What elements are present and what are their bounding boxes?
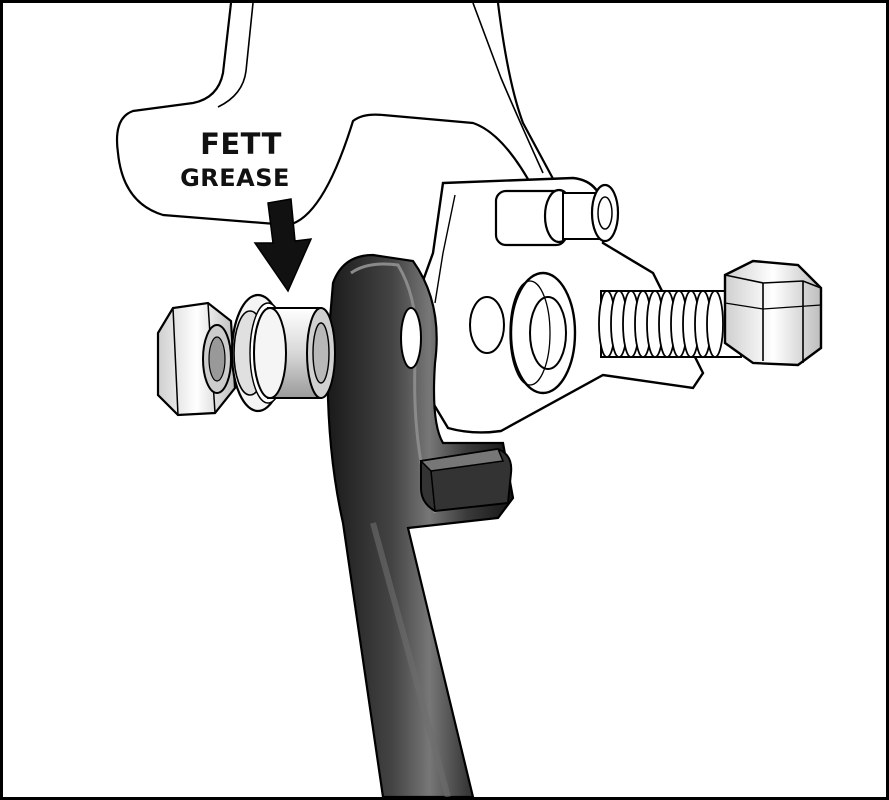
- bolt-head: [723, 259, 823, 367]
- washer-right: [509, 271, 577, 395]
- sleeve-bushing: [253, 307, 336, 399]
- threaded-bolt: [598, 290, 742, 358]
- grease-label-german: FETT: [200, 127, 282, 161]
- down-arrow-icon: [253, 198, 313, 293]
- kickstand-bolt-illustration: [115, 3, 823, 797]
- lock-nut: [156, 301, 237, 417]
- frame-bracket: [115, 3, 560, 227]
- kickstand-arm: [326, 253, 515, 797]
- spring-pin: [494, 183, 620, 247]
- grease-label-english: GREASE: [180, 164, 290, 192]
